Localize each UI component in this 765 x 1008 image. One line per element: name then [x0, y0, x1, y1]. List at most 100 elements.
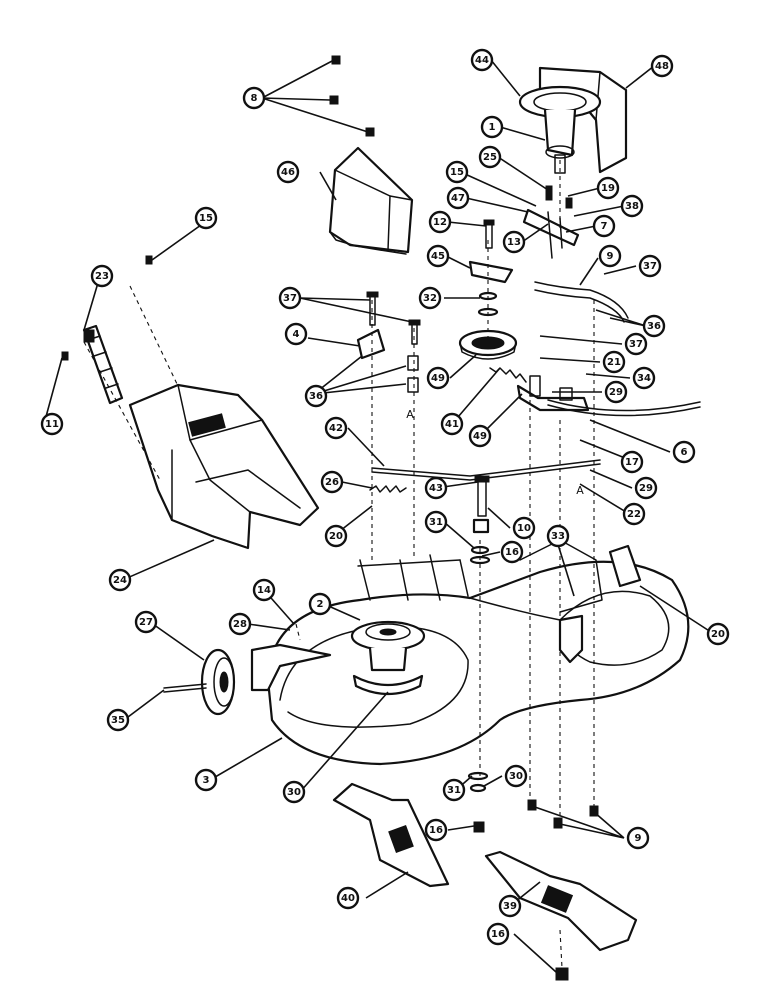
idler-assembly-part: [522, 185, 580, 259]
callout-circle: [480, 115, 504, 139]
callout-circle: [424, 510, 448, 534]
callout-circle: [308, 592, 332, 616]
callout-circle: [672, 440, 696, 464]
spindle-pulley-part: [350, 620, 426, 696]
blade-right-part: [484, 850, 638, 952]
callout-27: 27: [134, 610, 158, 634]
callout-number: 49: [473, 431, 487, 442]
mower-deck-part: [250, 539, 690, 766]
callout-25-top: 25: [478, 145, 502, 169]
callout-circle: [470, 48, 494, 72]
callout-circle: [512, 516, 536, 540]
callout-19: 19: [596, 176, 620, 200]
callout-circle: [626, 826, 650, 850]
callout-37-mid: 37: [624, 332, 648, 356]
callout-number: 43: [429, 483, 443, 494]
callout-circle: [278, 286, 302, 310]
callout-number: 9: [635, 833, 642, 844]
callout-circle: [468, 424, 492, 448]
callout-29-b: 29: [634, 476, 658, 500]
callout-number: 37: [643, 261, 657, 272]
alignment-lines: [83, 160, 595, 969]
callout-number: 37: [629, 339, 643, 350]
callout-23: 23: [90, 264, 114, 288]
leader-lines: [43, 59, 715, 973]
callout-44: 44: [470, 48, 494, 72]
callout-32: 32: [418, 286, 442, 310]
callout-number: 17: [625, 457, 639, 468]
callout-number: 23: [95, 271, 109, 282]
callout-12: 12: [428, 210, 452, 234]
callout-number: 28: [233, 619, 247, 630]
callout-21: 21: [602, 350, 626, 374]
callout-circle: [598, 244, 622, 268]
callout-20-right: 20: [706, 622, 730, 646]
callout-circle: [90, 264, 114, 288]
callout-number: 26: [325, 477, 339, 488]
top-screws-part: [329, 55, 375, 137]
callout-number: 21: [607, 357, 621, 368]
callout-circle: [282, 780, 306, 804]
callout-number: 34: [637, 373, 651, 384]
callout-circle: [194, 206, 218, 230]
callout-number: 19: [601, 183, 615, 194]
callout-35: 35: [106, 708, 130, 732]
letter-label-a-left: A: [406, 408, 414, 421]
callout-number: 1: [489, 122, 496, 133]
callout-24: 24: [108, 568, 132, 592]
idler-pulley-part: [458, 329, 518, 360]
callout-31-bottom: 31: [442, 778, 466, 802]
callout-number: 20: [711, 629, 725, 640]
callout-15-left: 15: [194, 206, 218, 230]
callout-number: 39: [503, 901, 517, 912]
callout-number: 38: [625, 201, 639, 212]
callout-number: 25: [483, 152, 497, 163]
callout-circle: [620, 450, 644, 474]
callout-circle: [500, 540, 524, 564]
callout-number: 46: [281, 167, 295, 178]
callout-number: 36: [309, 391, 323, 402]
callout-number: 31: [447, 785, 461, 796]
callout-49-b: 49: [468, 424, 492, 448]
callout-circle: [622, 502, 646, 526]
callout-number: 15: [450, 167, 464, 178]
belt-part: [534, 281, 629, 323]
callout-36-left: 36: [304, 384, 328, 408]
callout-8-top: 8: [242, 86, 266, 110]
callout-33: 33: [546, 524, 570, 548]
callout-number: 29: [639, 483, 653, 494]
callout-number: 29: [609, 387, 623, 398]
callout-circle: [40, 412, 64, 436]
handle-bracket-part: [82, 324, 124, 405]
callout-number: 15: [199, 213, 213, 224]
callout-number: 4: [293, 329, 300, 340]
callout-number: 36: [647, 321, 661, 332]
callout-38-a: 38: [620, 194, 644, 218]
callout-30-spindle: 30: [282, 780, 306, 804]
callout-circle: [134, 610, 158, 634]
callout-number: 30: [509, 771, 523, 782]
lower-hardware-part: [467, 771, 599, 981]
callout-37-left: 37: [278, 286, 302, 310]
callout-circle: [106, 708, 130, 732]
callout-number: 40: [341, 893, 355, 904]
callout-29-right: 29: [604, 380, 628, 404]
callout-number: 20: [329, 531, 343, 542]
callout-circle: [194, 768, 218, 792]
callout-circle: [428, 210, 452, 234]
callout-31-top: 31: [424, 510, 448, 534]
callout-14: 14: [252, 578, 276, 602]
callout-circle: [706, 622, 730, 646]
callout-number: 7: [601, 221, 608, 232]
callout-41: 41: [440, 412, 464, 436]
callout-circle: [320, 470, 344, 494]
callout-37-right: 37: [638, 254, 662, 278]
callout-3: 3: [194, 768, 218, 792]
callout-circle: [504, 764, 528, 788]
callout-circle: [228, 612, 252, 636]
callout-47: 47: [446, 186, 470, 210]
callout-13: 13: [502, 230, 526, 254]
callout-circle: [546, 524, 570, 548]
callout-7: 7: [592, 214, 616, 238]
callout-9-top: 9: [598, 244, 622, 268]
